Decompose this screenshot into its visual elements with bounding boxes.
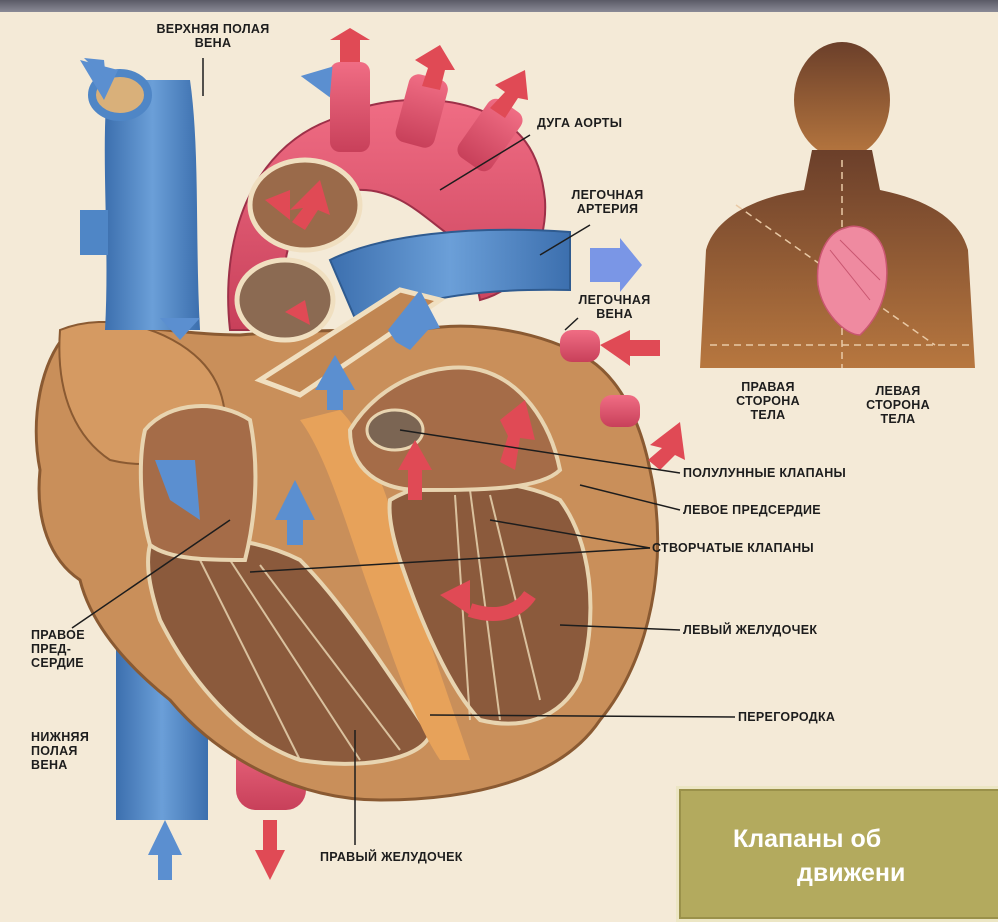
label-line: ЛЕГОЧНАЯ xyxy=(555,188,660,202)
label-septum: ПЕРЕГОРОДКА xyxy=(738,710,835,724)
label-right-ventricle: ПРАВЫЙ ЖЕЛУДОЧЕК xyxy=(320,850,463,864)
label-line: ЛЕГОЧНАЯ xyxy=(557,293,672,307)
label-leaflet-valves: СТВОРЧАТЫЕ КЛАПАНЫ xyxy=(652,541,814,555)
label-left-side: ЛЕВАЯ СТОРОНА ТЕЛА xyxy=(848,384,948,426)
label-line: АРТЕРИЯ xyxy=(555,202,660,216)
label-line: ПРАВАЯ xyxy=(718,380,818,394)
label-line: СЕРДИЕ xyxy=(31,656,85,670)
caption-line-1: Клапаны об xyxy=(733,825,881,854)
label-line: ТЕЛА xyxy=(718,408,818,422)
label-left-ventricle: ЛЕВЫЙ ЖЕЛУДОЧЕК xyxy=(683,623,817,637)
label-line: ВЕНА xyxy=(31,758,89,772)
label-line: ВЕРХНЯЯ ПОЛАЯ xyxy=(118,22,308,36)
label-line: ПОЛАЯ xyxy=(31,744,89,758)
label-inferior-vena-cava: НИЖНЯЯ ПОЛАЯ ВЕНА xyxy=(31,730,89,772)
label-right-atrium: ПРАВОЕ ПРЕД- СЕРДИЕ xyxy=(31,628,85,670)
label-pulmonary-artery: ЛЕГОЧНАЯ АРТЕРИЯ xyxy=(555,188,660,216)
label-line: ЛЕВАЯ xyxy=(848,384,948,398)
label-line: СТОРОНА xyxy=(718,394,818,408)
label-line: ПРАВОЕ xyxy=(31,628,85,642)
label-line: ВЕНА xyxy=(118,36,308,50)
label-left-atrium: ЛЕВОЕ ПРЕДСЕРДИЕ xyxy=(683,503,821,517)
label-line: ВЕНА xyxy=(557,307,672,321)
body-silhouette xyxy=(700,42,975,368)
label-aortic-arch: ДУГА АОРТЫ xyxy=(537,116,622,130)
label-pulmonary-vein: ЛЕГОЧНАЯ ВЕНА xyxy=(557,293,672,321)
label-line: СТОРОНА xyxy=(848,398,948,412)
caption-line-2: движени xyxy=(797,859,905,888)
label-line: ПРЕД- xyxy=(31,642,85,656)
label-line: ТЕЛА xyxy=(848,412,948,426)
label-line: НИЖНЯЯ xyxy=(31,730,89,744)
label-semilunar-valves: ПОЛУЛУННЫЕ КЛАПАНЫ xyxy=(683,466,846,480)
heart-diagram xyxy=(0,0,998,896)
label-right-side: ПРАВАЯ СТОРОНА ТЕЛА xyxy=(718,380,818,422)
label-superior-vena-cava: ВЕРХНЯЯ ПОЛАЯ ВЕНА xyxy=(118,22,308,50)
caption-box: Клапаны об движени xyxy=(676,786,998,922)
heart xyxy=(36,62,657,820)
